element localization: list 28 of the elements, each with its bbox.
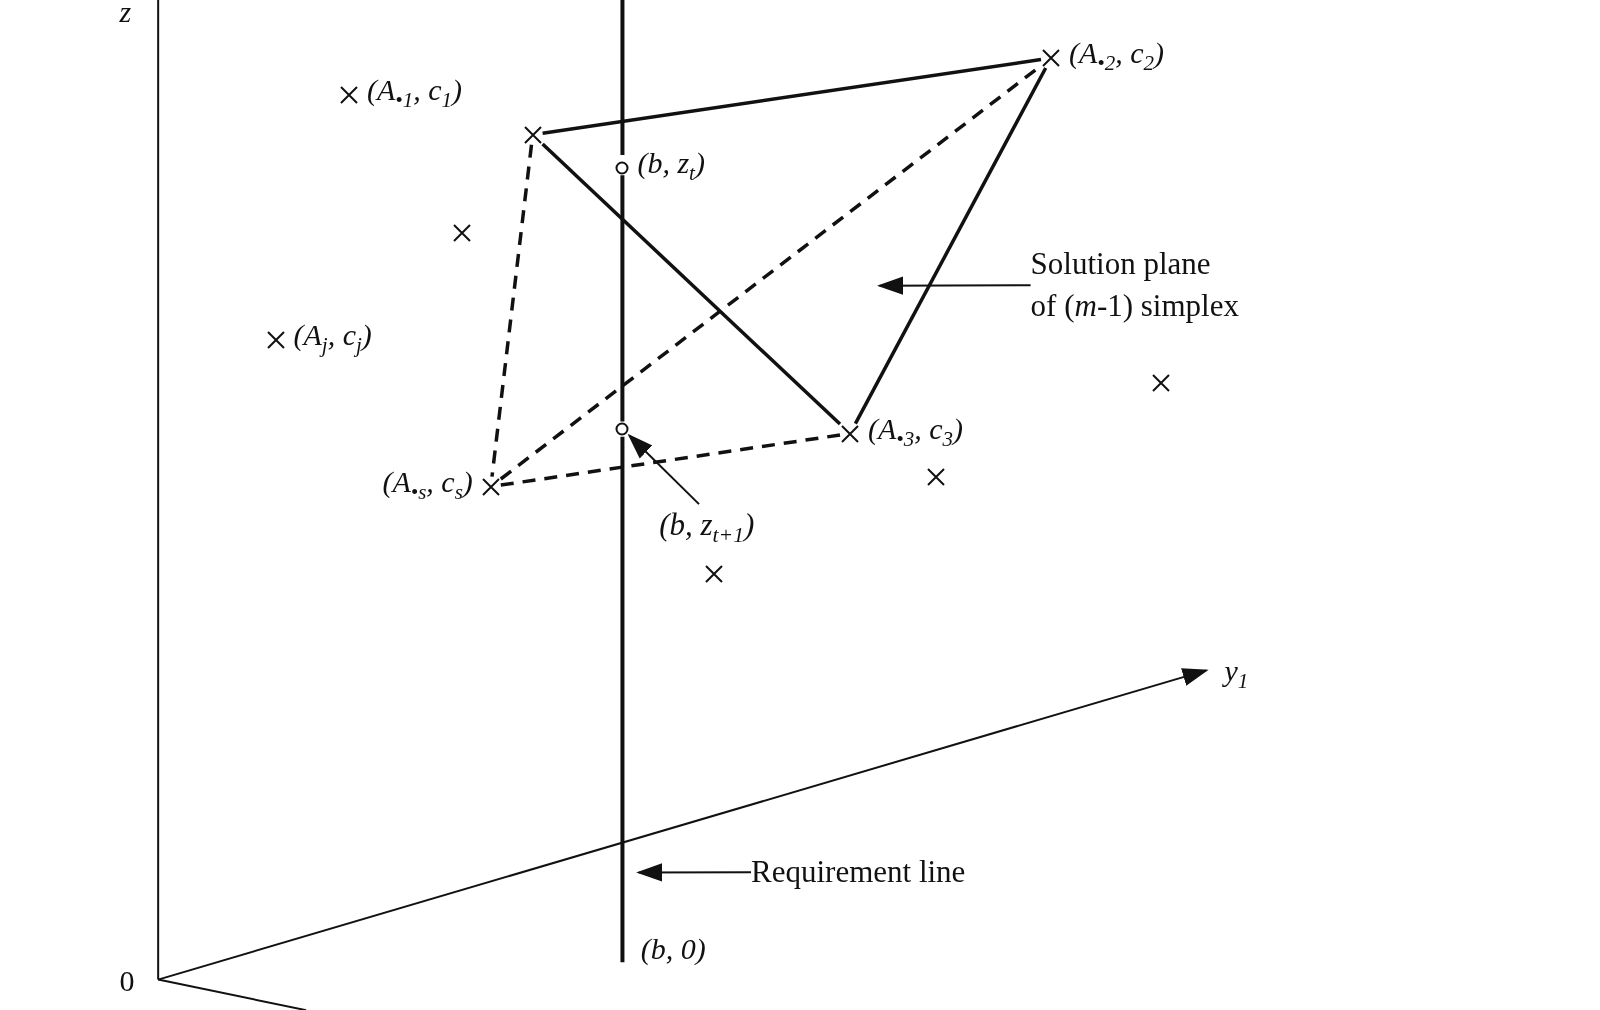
cross-mark-icon xyxy=(1151,372,1172,393)
cross-mark-icon xyxy=(452,222,473,243)
cross-mark-icon xyxy=(925,466,946,487)
leader-arrow xyxy=(877,276,1032,295)
origin-label: 0 xyxy=(119,963,135,1000)
cross-mark-icon xyxy=(704,564,725,585)
leader-arrow xyxy=(636,863,752,882)
simplex-edge xyxy=(490,144,534,477)
simplex-edge xyxy=(542,57,1042,135)
simplex-edge xyxy=(500,433,841,487)
callout-label: Requirement line xyxy=(751,851,1037,893)
requirement-line xyxy=(620,175,625,422)
leader-arrow xyxy=(627,433,700,506)
cross-mark-icon xyxy=(522,124,543,145)
simplex-edge xyxy=(853,67,1048,425)
point-label: (b, 0) xyxy=(640,930,706,967)
point-label: (A$_{•1}$, c$_{1}$) xyxy=(366,71,462,114)
callout-label: Solution plane of (m-1) simplex xyxy=(1030,242,1307,327)
simplex-edge xyxy=(541,142,842,426)
axis-label: z xyxy=(119,0,132,30)
callout-label: (b, z$_{t+1}$) xyxy=(659,504,792,557)
point-label: (A$_{•2}$, c$_{2}$) xyxy=(1069,35,1165,78)
point-circle-icon xyxy=(615,421,630,436)
point-label: (b, z$_{t}$) xyxy=(637,145,705,188)
point-label: (A$_{•3}$, c$_{3}$) xyxy=(868,410,963,453)
point-label: (A$_{j}$, c$_{j}$) xyxy=(293,316,372,359)
axis-label: y$_{1}$ xyxy=(1224,653,1249,696)
point-label: (A$_{•s}$, c$_{s}$) xyxy=(382,463,473,506)
